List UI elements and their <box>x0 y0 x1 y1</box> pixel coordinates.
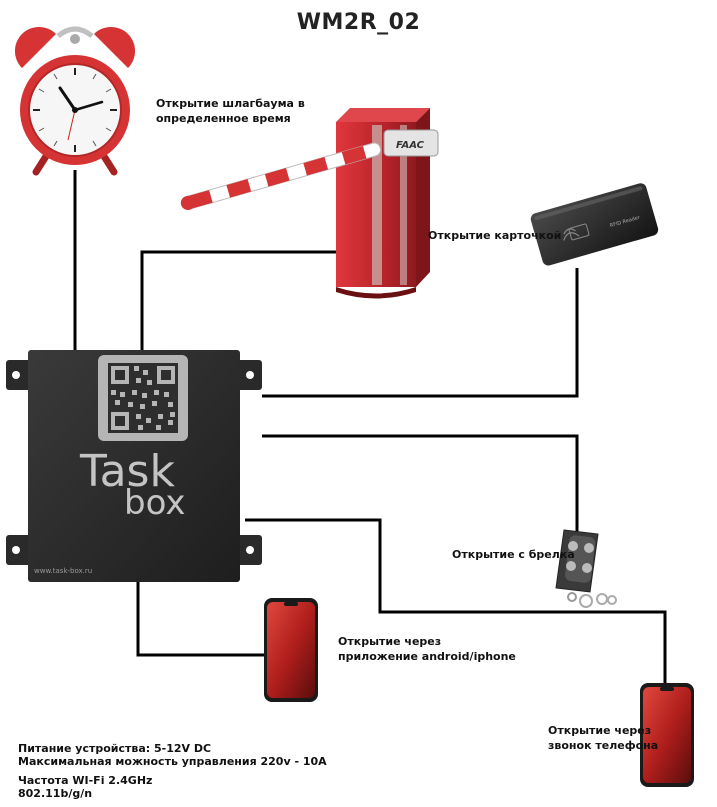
label-app-line1: Открытие через <box>338 635 442 648</box>
label-card: Открытие карточкой <box>428 229 562 242</box>
phone-call-icon <box>640 683 694 787</box>
label-call: Открытие через звонок телефона <box>548 723 658 753</box>
spec-standard: 802.11b/g/n <box>18 787 93 800</box>
wire-phone-call <box>245 518 667 688</box>
qr-code-icon <box>98 355 188 441</box>
diagram-title: WM2R_02 <box>296 10 421 35</box>
label-call-line2: звонок телефона <box>548 739 659 752</box>
specs-block: Питание устройства: 5-12V DC Максимальна… <box>18 742 327 800</box>
wire-barrier <box>140 250 345 352</box>
device-brand-box: box <box>124 483 185 523</box>
barrier-gate-icon: FAAC <box>180 108 439 299</box>
label-keyfob: Открытие с брелка <box>452 548 575 561</box>
barrier-brand-label: FAAC <box>396 140 425 151</box>
spec-wifi: Частота WI-Fi 2.4GHz <box>18 774 153 787</box>
spec-power: Питание устройства: 5-12V DC <box>18 742 212 755</box>
device-url: www.task-box.ru <box>34 567 92 575</box>
wires <box>73 170 667 688</box>
device-brand-task: Task <box>79 446 175 497</box>
alarm-clock-icon <box>14 26 136 176</box>
rfid-reader-icon: RFID Reader <box>530 183 659 266</box>
keyfob-icon <box>555 529 617 608</box>
taskbox-device: Task box www.task-box.ru <box>6 350 262 582</box>
label-app-line2: приложение android/iphone <box>338 650 516 663</box>
wire-card-reader <box>262 268 579 398</box>
label-timer: Открытие шлагбаума в определенное время <box>156 96 305 126</box>
label-call-line1: Открытие через <box>548 724 652 737</box>
phone-app-icon <box>264 598 318 702</box>
spec-max-load: Максимальная можность управления 220v - … <box>18 755 327 768</box>
label-app: Открытие через приложение android/iphone <box>338 634 516 664</box>
wire-phone-app <box>136 582 264 657</box>
wire-keyfob <box>262 434 579 540</box>
label-timer-line1: Открытие шлагбаума в <box>156 97 305 110</box>
label-timer-line2: определенное время <box>156 112 291 125</box>
